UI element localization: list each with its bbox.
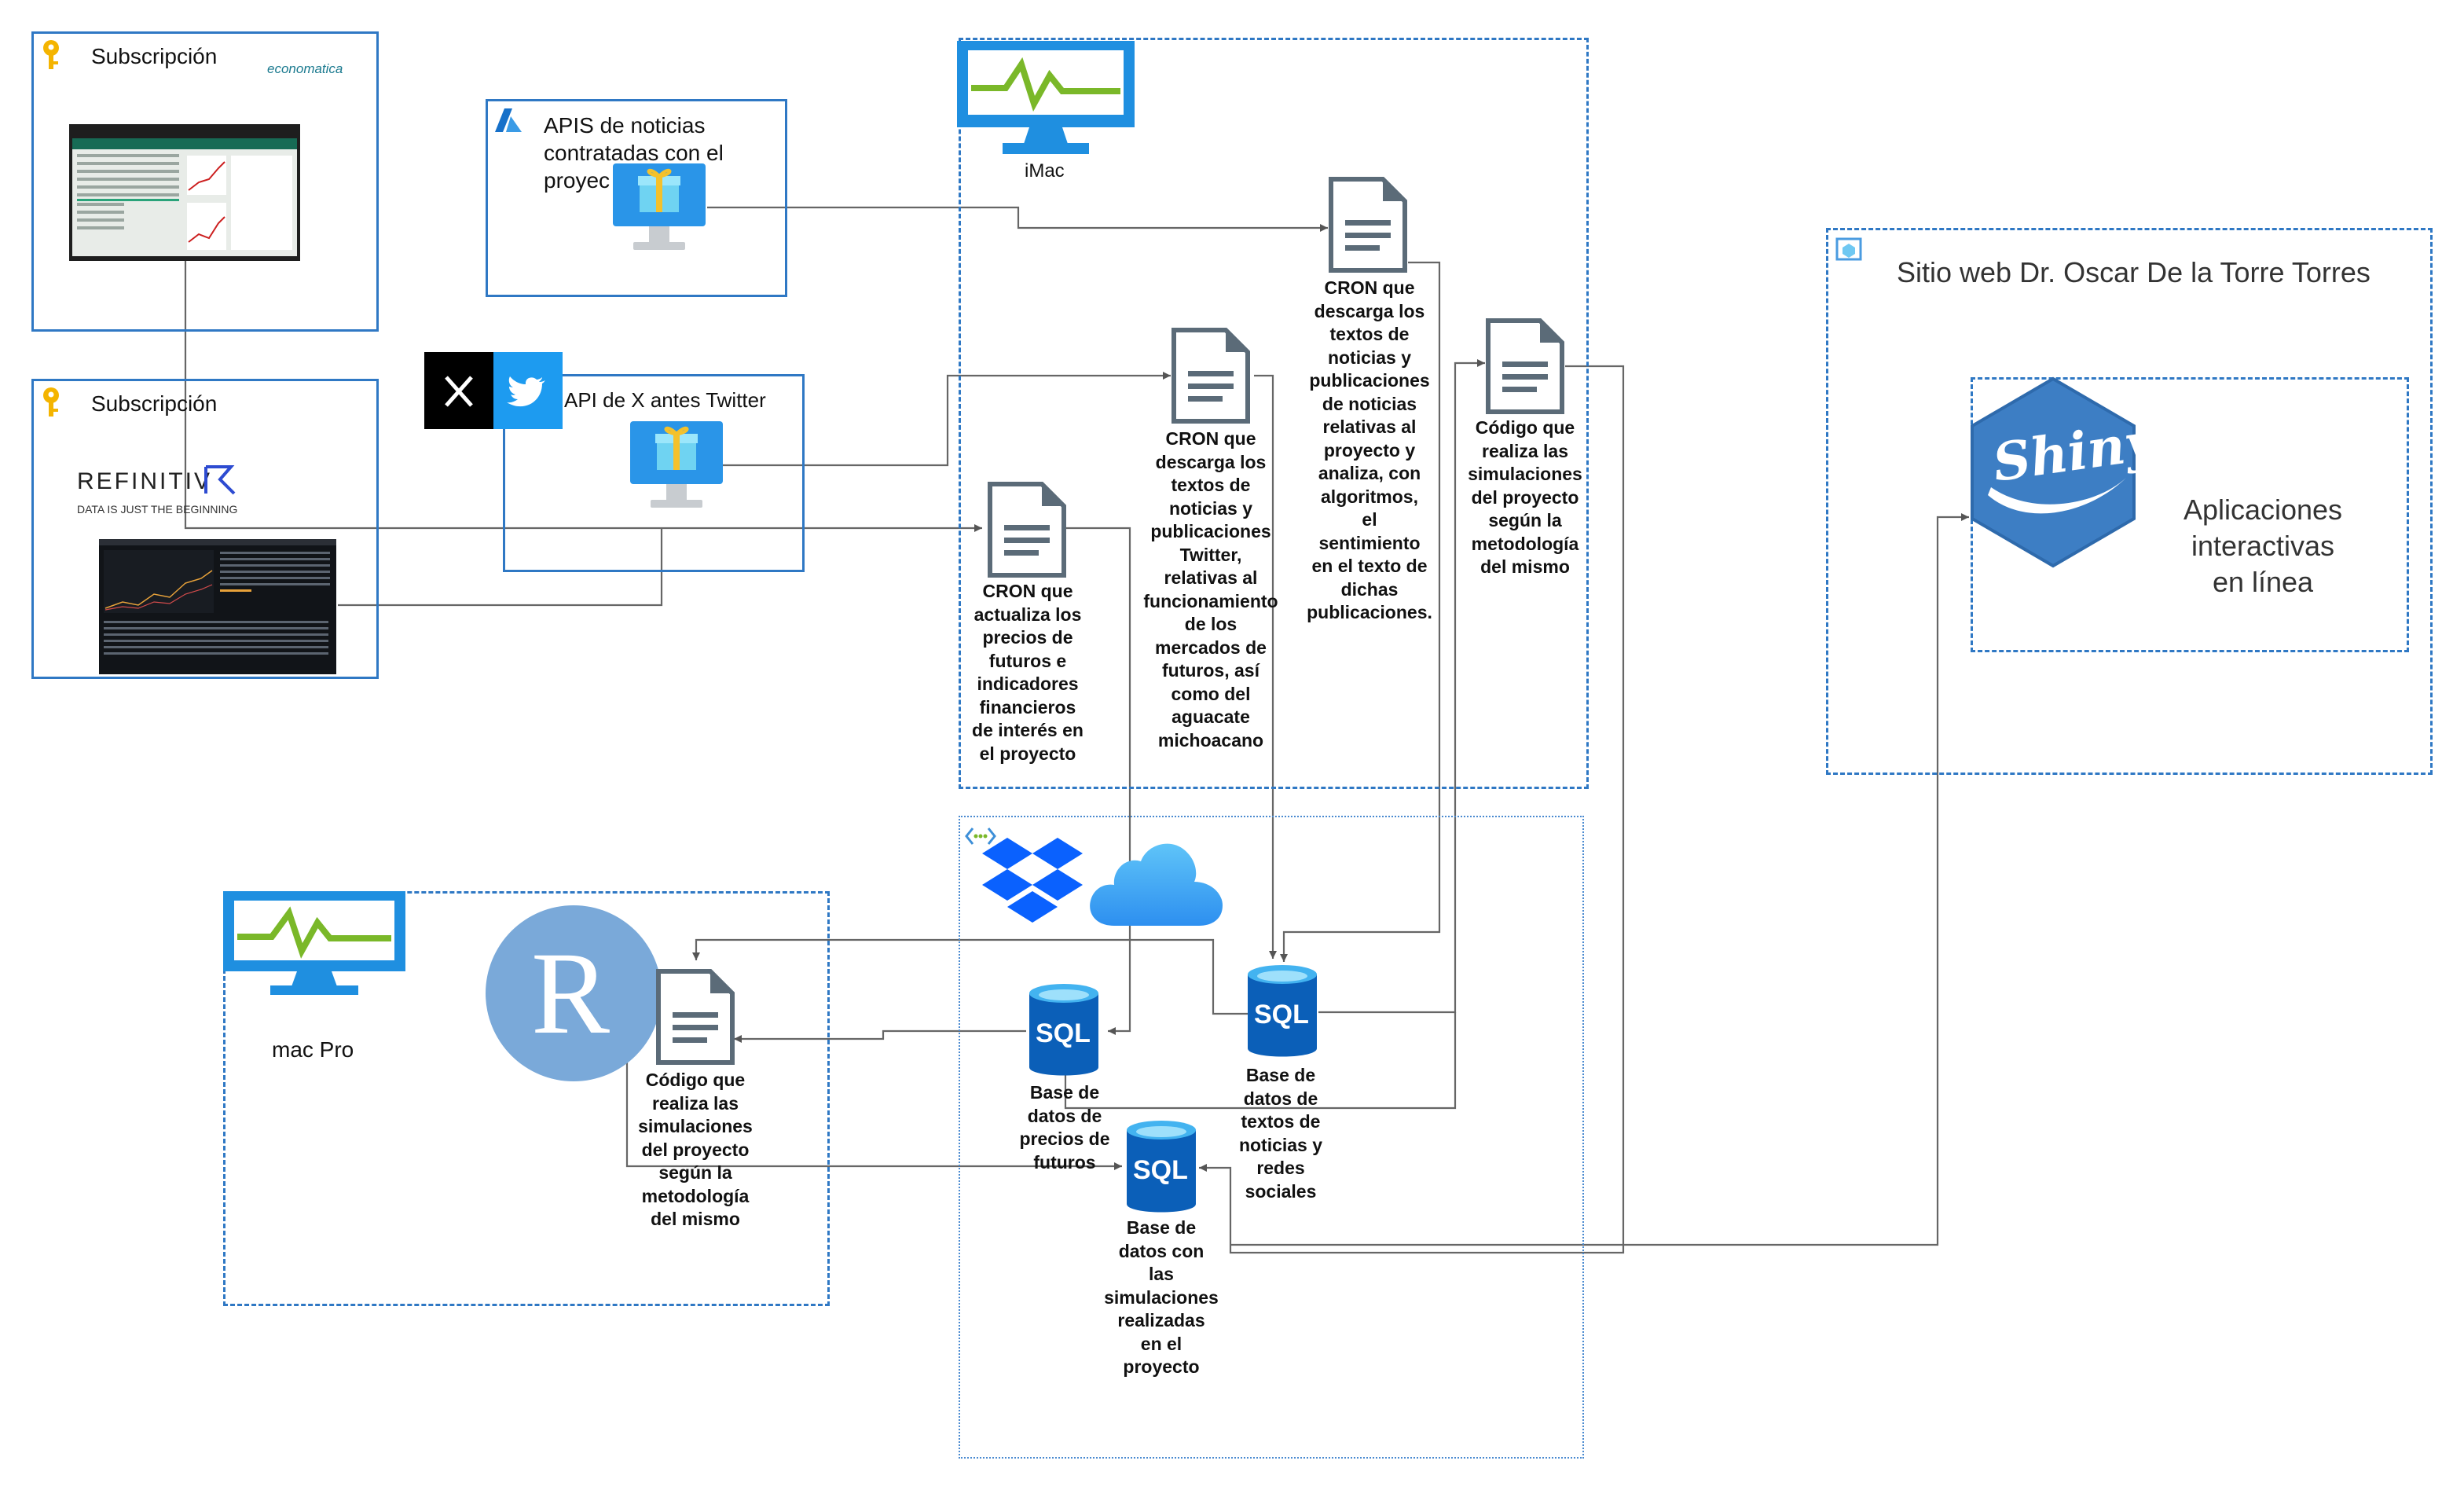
economatica-logo: economatica [267,61,343,76]
x-logo-icon [424,352,493,429]
imac-sim-code-label: Código que realiza las simulaciones del … [1468,417,1582,577]
key-icon [43,387,59,417]
cron-prices-label: CRON que actualiza los precios de futuro… [972,581,1084,764]
sql-label-sims: SQL [1133,1155,1188,1185]
sql-database-icon-prices [1029,984,1098,1076]
refinitiv-logo: REFINITIV [77,468,213,494]
refinitiv-r-icon [204,465,236,495]
key-icon [43,40,59,69]
document-icon-cron-prices [988,482,1066,578]
apps-label: Aplicaciones interactivas en línea [2183,494,2343,598]
api-monitor-gift-icon [630,421,723,508]
x-api-title: API de X antes Twitter [564,388,766,412]
refinitiv-screenshot [99,539,336,674]
cron-twitter-label: CRON que descarga los textos de noticias… [1143,428,1278,751]
shiny-logo-icon [1971,376,2136,568]
imac-region [959,38,1589,789]
twitter-bird-icon [493,352,563,429]
macpro-monitor-icon [223,891,405,995]
web-app-icon [1835,237,1862,261]
dropbox-icon [982,838,1083,923]
sql-label-texts: SQL [1254,1000,1309,1029]
network-icon [965,828,996,845]
line-cron-twitter-to-db-texts [1254,374,1277,959]
news-apis-panel [486,99,787,297]
line-cron-prices-to-db-prices [1065,527,1131,1035]
line-imac-code-to-db-sims [1199,365,1625,1254]
line-refinitiv-to-hub [338,528,663,607]
website-region [1826,228,2433,775]
macpro-label: mac Pro [272,1037,354,1062]
imac-label: iMac [1025,160,1065,182]
refinitiv-subscription-title: Subscripción [91,391,218,416]
document-icon-imac-sim-code [1486,318,1564,414]
line-cron-news-to-db-texts [1280,261,1441,962]
economatica-subscription-title: Subscripción [91,44,218,68]
economatica-subscription-panel [31,31,379,332]
refinitiv-subscription-panel [31,379,379,679]
refinitiv-tagline: DATA IS JUST THE BEGINNING [77,503,238,516]
news-apis-title: APIS de noticias contratadas con el proy… [544,113,724,193]
imac-monitor-icon [957,41,1135,154]
line-db-prices-to-imac-code [1064,1012,1457,1110]
line-db-sims-to-shiny [1230,513,1969,1246]
macpro-region [223,891,830,1306]
x-api-panel [503,374,805,572]
line-news-api-to-cron-news [707,206,1328,232]
db-texts-label: Base de datos de textos de noticias y re… [1238,1065,1323,1202]
icloud-icon [1090,843,1223,926]
r-logo-letter: R [531,928,610,1059]
db-prices-label: Base de datos de precios de futuros [1019,1082,1110,1173]
api-monitor-gift-icon [613,163,706,250]
cron-news-label: CRON que descarga los textos de noticias… [1307,277,1432,622]
cloud-storage-region [959,816,1584,1459]
db-sims-label: Base de datos con las simulaciones reali… [1104,1217,1219,1377]
line-economatica-to-cron-prices [184,259,982,532]
line-db-prices-to-macpro-code [734,1029,1026,1043]
sql-label-prices: SQL [1036,1018,1091,1048]
line-x-api-to-cron-twitter [723,372,1171,467]
r-logo-icon [486,905,662,1081]
website-title: Sitio web Dr. Oscar De la Torre Torres [1897,256,2370,288]
document-icon-macpro-sim-code [656,969,735,1065]
sql-database-icon-sims [1127,1121,1196,1213]
document-icon-cron-news [1329,177,1407,273]
macpro-sim-code-label: Código que realiza las simulaciones del … [638,1070,753,1229]
document-icon-cron-twitter [1172,328,1250,424]
line-db-texts-to-imac-code [1318,359,1485,1014]
line-db-texts-to-macpro-code [692,938,1249,1015]
sql-database-icon-texts [1248,965,1317,1057]
azure-logo-icon [495,108,522,132]
economatica-screenshot [69,124,300,261]
